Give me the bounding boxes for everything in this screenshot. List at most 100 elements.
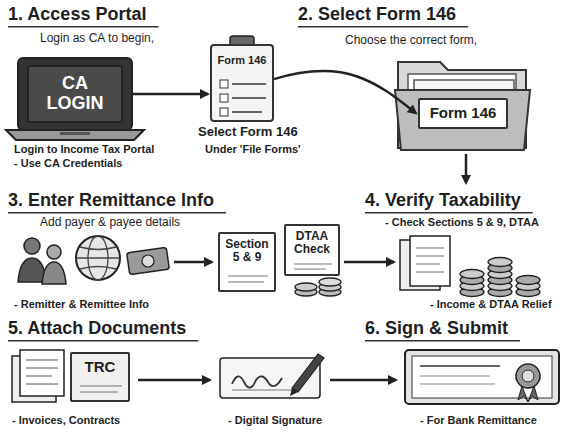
step-caption: - Use CA Credentials [14,157,122,170]
invoice-documents [26,384,58,385]
heading-underline [8,26,158,28]
certificate-icon [405,350,559,404]
invoice-documents [26,368,58,369]
laptop-illustration [60,132,90,135]
certificate-icon [405,350,559,404]
flow-arrow [274,71,416,113]
heading-underline [365,340,520,342]
clipboard-form: Form 146 [210,44,274,122]
node-text: TRC [75,359,125,376]
step-caption: - Remitter & Remittee Info [14,298,149,311]
flow-arrow [465,154,468,183]
certificate-icon [518,386,538,402]
people-globe-cash-icons [80,247,116,269]
flow-arrow [133,93,208,96]
tax-papers-and-coins [410,236,450,286]
node-text: Form 146 [215,54,269,66]
step-heading: 1. Access Portal [8,4,146,25]
people-globe-cash-icons [18,258,46,282]
step-caption: - Check Sections 5 & 9, DTAA [385,216,539,229]
certificate-icon [420,376,490,377]
certificate-icon [522,370,534,382]
people-globe-cash-icons [42,262,66,284]
flow-arrow [330,379,396,382]
people-globe-cash-icons [127,247,170,274]
step-caption: - For Bank Remittance [420,414,537,427]
invoice-documents [20,350,64,396]
flow-arrow [344,261,394,264]
step-caption: Login to Income Tax Portal [14,143,154,156]
digital-signature-icon [232,376,282,387]
step-caption: Choose the correct form, [345,34,477,48]
laptop-illustration [6,58,144,140]
document-lines [72,382,128,400]
section-document: Section 5 & 9 [218,232,276,292]
laptop-illustration [6,130,144,140]
step-caption: - Digital Signature [228,414,322,427]
laptop-illustration [18,58,132,130]
people-globe-cash-icons [76,236,120,280]
folder-illustration [414,80,514,136]
step-caption: Select Form 146 [198,125,298,140]
document-lines [286,260,338,274]
people-globe-cash-icons [142,255,154,267]
step-caption: Add payer & payee details [40,216,180,230]
coin-stack [295,278,341,296]
step-heading: 2. Select Form 146 [298,4,456,25]
invoice-documents [26,360,58,361]
digital-signature-icon [232,390,300,391]
tax-papers-and-coins [516,276,540,285]
step-heading: 3. Enter Remittance Info [8,190,214,211]
people-globe-cash-icons [18,236,169,284]
folder-label: Form 146 [418,98,508,129]
tax-papers-and-coins [416,272,444,273]
step-caption: - Invoices, Contracts [12,414,120,427]
laptop-screen: CA LOGIN [27,65,123,123]
tax-papers-and-coins [416,256,444,257]
certificate-icon [412,356,552,398]
invoice-documents [12,350,64,402]
heading-underline [298,26,468,28]
coin-stack [319,278,341,286]
step-heading: 5. Attach Documents [8,318,186,339]
people-globe-cash-icons [47,245,61,259]
heading-underline [8,27,533,341]
flow-arrow [174,261,212,264]
flow-arrow [138,154,466,380]
node-text: Form 146 [430,105,497,122]
certificate-icon [420,365,500,367]
step-heading: 6. Sign & Submit [365,318,508,339]
node-text: Section 5 & 9 [223,238,271,264]
document-lines [220,272,274,290]
digital-signature-icon [292,354,324,392]
coin-stack [295,283,317,291]
folder-illustration [395,62,530,150]
certificate-icon [516,364,540,388]
people-globe-cash-icons [24,238,40,254]
heading-underline [365,212,533,214]
step-caption: Under 'File Forms' [205,143,301,156]
node-text: CA LOGIN [44,74,106,114]
tax-papers-and-coins [460,270,484,279]
tax-papers-and-coins [400,236,540,297]
tax-papers-and-coins [488,258,512,267]
certificate-icon [420,384,495,385]
node-text: DTAA Check [289,230,335,256]
flow-arrow [138,379,210,382]
heading-underline [8,212,226,214]
step-caption: - Income & DTAA Relief [430,298,552,311]
step-heading: 4. Verify Taxability [365,190,521,211]
folder-illustration [395,90,530,150]
tax-papers-and-coins [416,264,440,265]
heading-underline [8,340,198,342]
dtaa-check-document: DTAA Check [284,224,340,276]
digital-signature-icon [290,388,298,396]
tax-papers-and-coins [460,258,540,297]
invoice-documents [26,376,52,377]
document-lines [212,74,272,120]
digital-signature-icon [220,354,324,398]
step-caption: Login as CA to begin, [40,32,154,46]
people-globe-cash-icons [76,257,120,258]
trc-document: TRC [70,352,130,402]
